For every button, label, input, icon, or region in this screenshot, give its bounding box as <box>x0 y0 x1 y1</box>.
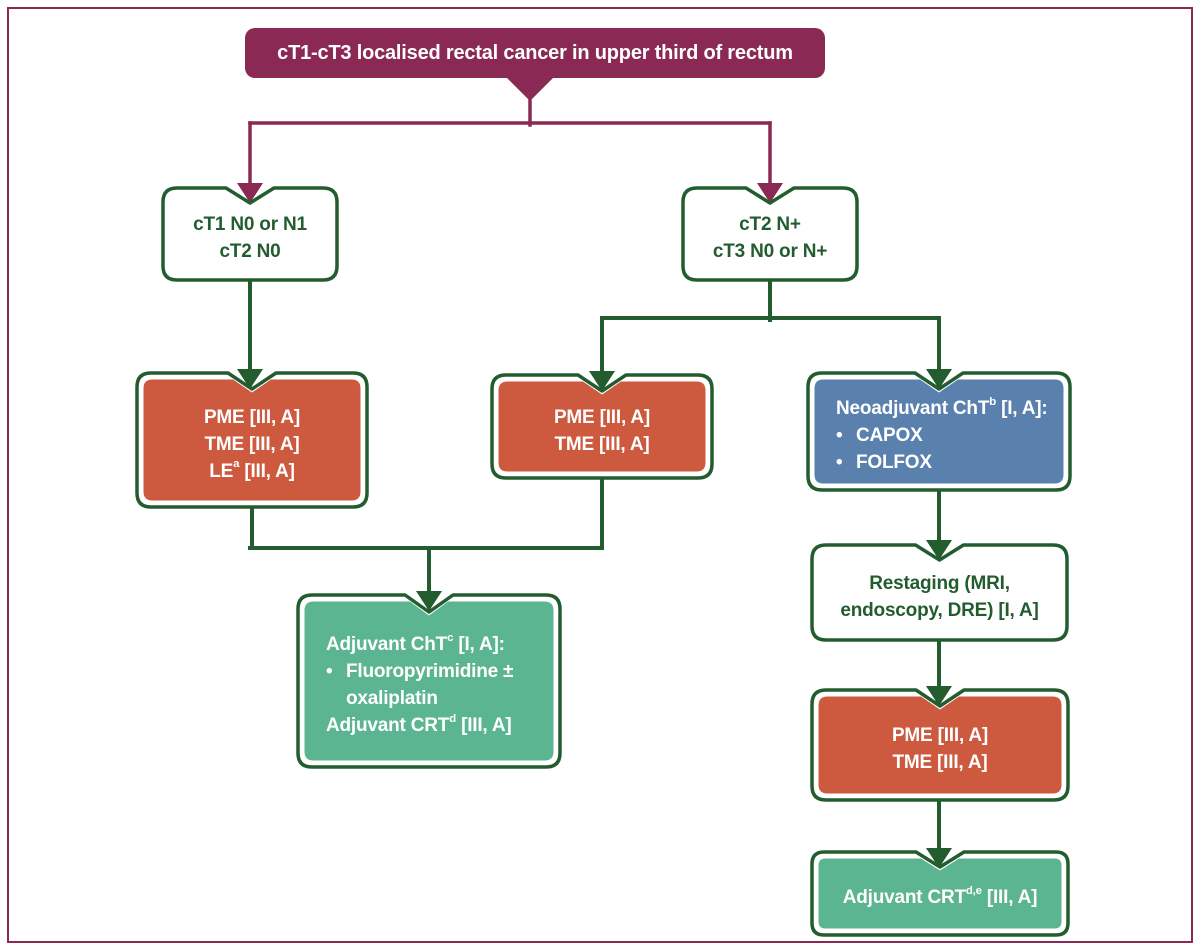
arrow-down-icon <box>926 686 952 706</box>
arrow-down-icon <box>589 371 615 391</box>
node-text-line: LEa [III, A] <box>209 458 295 482</box>
node-text-line: PME [III, A] <box>203 406 301 428</box>
header-title: cT1-cT3 localised rectal cancer in upper… <box>277 41 793 64</box>
node-ct1-n0-n1-shape <box>161 186 339 282</box>
arrow-down-icon <box>237 369 263 389</box>
node-text-line: Restaging (MRI, <box>869 572 1010 594</box>
node-pme-tme-mid-label: PME [III, A] TME [III, A] <box>492 375 712 478</box>
node-text-line: TME [III, A] <box>892 752 988 773</box>
node-text-line: PME [III, A] <box>553 406 651 428</box>
header-pointer-tab <box>506 77 554 101</box>
node-text-line: Neoadjuvant ChTb [I, A]: <box>836 395 1048 419</box>
node-text-line: endoscopy, DRE) [I, A] <box>840 599 1039 621</box>
header-box: cT1-cT3 localised rectal cancer in upper… <box>245 28 825 78</box>
node-restaging-shape <box>810 543 1069 642</box>
node-text-line: Adjuvant CRTd [III, A] <box>326 712 512 736</box>
node-ct2-n-plus-shape <box>681 186 859 282</box>
node-text-line: Adjuvant ChTc [I, A]: <box>326 631 505 655</box>
node-adjuvant-crt-label: Adjuvant CRTd,e [III, A] <box>812 852 1068 935</box>
node-pme-tme-bottom-fill <box>818 696 1062 794</box>
node-text-line: cT1 N0 or N1 <box>193 214 307 235</box>
node-text-line: TME [III, A] <box>204 433 300 455</box>
node-text-line: Adjuvant CRTd,e [III, A] <box>842 884 1038 908</box>
node-text-line: cT2 N+ <box>739 214 801 235</box>
arrow-down-icon <box>237 183 263 203</box>
superscript-note: a <box>233 458 240 471</box>
bullet-icon: • <box>326 661 333 682</box>
node-text-line: oxaliplatin <box>346 688 438 709</box>
node-pme-tme-le-fill <box>143 379 361 501</box>
arrow-down-icon <box>757 183 783 203</box>
node-ct1-n0-n1-label: cT1 N0 or N1 cT2 N0 <box>163 188 337 280</box>
arrow-down-icon <box>416 591 442 611</box>
superscript-note: c <box>447 631 454 644</box>
node-text-line: •FOLFOX <box>836 449 932 476</box>
superscript-note: d,e <box>965 884 982 897</box>
node-neoadjuvant-cht-label: Neoadjuvant ChTb [I, A]: •CAPOX•FOLFOX <box>808 373 1070 490</box>
node-pme-tme-bottom-label: PME [III, A] TME [III, A] <box>812 690 1068 800</box>
node-text-line: PME [III, A] <box>891 725 989 746</box>
node-adjuvant-crt-fill <box>818 858 1062 929</box>
node-ct2-n-plus-label: cT2 N+ cT3 N0 or N+ <box>683 188 857 280</box>
node-text-line: cT2 N0 <box>219 241 281 262</box>
node-adjuvant-cht-fill <box>304 601 554 761</box>
node-pme-tme-mid-fill <box>498 381 706 472</box>
node-restaging-label: Restaging (MRI, endoscopy, DRE) [I, A] <box>812 545 1067 640</box>
node-text-line: TME [III, A] <box>554 433 650 455</box>
superscript-note: b <box>989 395 996 408</box>
arrow-down-icon <box>926 848 952 868</box>
node-neoadjuvant-cht-fill <box>814 379 1064 484</box>
node-text-line: cT3 N0 or N+ <box>712 241 828 262</box>
arrow-down-icon <box>926 369 952 389</box>
node-text-line: •CAPOX <box>836 422 923 449</box>
superscript-note: d <box>449 712 456 725</box>
node-adjuvant-cht-label: Adjuvant ChTc [I, A]: •Fluoropyrimidine ±… <box>298 595 560 767</box>
arrow-down-icon <box>926 540 952 560</box>
bullet-icon: • <box>836 425 843 446</box>
node-text-line: •Fluoropyrimidine ± <box>326 658 513 685</box>
node-pme-tme-le-label: PME [III, A] TME [III, A] LEa [III, A] <box>137 373 367 507</box>
bullet-icon: • <box>836 452 843 473</box>
